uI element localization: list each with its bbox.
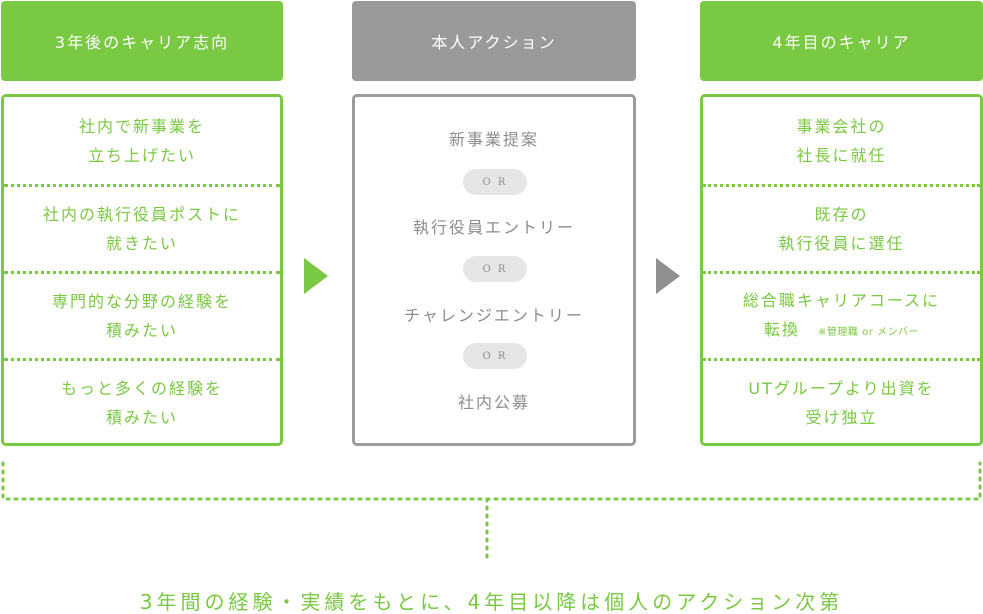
career-outcome-item: 総合職キャリアコースに 転換 ※管理職 or メンバー <box>703 271 980 358</box>
career-outcome-line: 既存の <box>814 205 869 224</box>
action-item: 執行役員エントリー <box>412 218 575 237</box>
career-outcome-line-text: 転換 <box>764 319 801 339</box>
header-career-intent: 3年後のキャリア志向 <box>1 1 283 81</box>
action-item: 社内公募 <box>457 393 530 412</box>
or-badge: O R <box>463 169 527 195</box>
career-outcome-line: 総合職キャリアコースに <box>742 290 941 310</box>
action-item: 新事業提案 <box>448 130 539 149</box>
dotted-brace-connector <box>1 461 982 565</box>
career-intent-box: 社内で新事業を 立ち上げたい 社内の執行役員ポストに 就きたい 専門的な分野の経… <box>1 94 283 446</box>
career-outcome-line: UTグループより出資を <box>748 379 935 398</box>
career-intent-line: 社内の執行役員ポストに <box>42 205 241 224</box>
arrow-right-icon <box>304 258 328 294</box>
career-intent-line: 専門的な分野の経験を <box>51 292 232 311</box>
career-outcome-note: ※管理職 or メンバー <box>818 326 919 338</box>
career-intent-line: もっと多くの経験を <box>60 379 223 398</box>
career-outcome-item: 事業会社の 社長に就任 <box>703 97 980 184</box>
career-outcome-item: 既存の 執行役員に選任 <box>703 184 980 271</box>
career-outcome-line: 受け独立 <box>805 408 878 427</box>
arrow-right-icon <box>656 258 680 294</box>
career-outcome-item: UTグループより出資を 受け独立 <box>703 358 980 445</box>
career-intent-line: 積みたい <box>105 408 178 427</box>
career-outcome-line: 執行役員に選任 <box>778 234 905 253</box>
header-fourth-year-career: 4年目のキャリア <box>700 1 983 81</box>
fourth-year-career-box: 事業会社の 社長に就任 既存の 執行役員に選任 総合職キャリアコースに 転換 ※管… <box>700 94 983 446</box>
career-intent-item: 社内で新事業を 立ち上げたい <box>4 97 280 184</box>
career-intent-line: 立ち上げたい <box>87 145 196 165</box>
career-intent-item: 専門的な分野の経験を 積みたい <box>4 271 280 358</box>
career-outcome-line: 社長に就任 <box>796 145 887 165</box>
career-intent-line: 積みたい <box>105 321 178 340</box>
career-intent-item: もっと多くの経験を 積みたい <box>4 358 280 445</box>
career-outcome-line: 事業会社の <box>796 116 887 136</box>
career-intent-line: 就きたい <box>105 234 178 253</box>
career-intent-line: 社内で新事業を <box>78 116 205 136</box>
header-personal-action: 本人アクション <box>352 1 636 81</box>
or-badge: O R <box>463 256 527 282</box>
career-intent-item: 社内の執行役員ポストに 就きたい <box>4 184 280 271</box>
action-item: チャレンジエントリー <box>404 306 584 325</box>
footer-caption: 3年間の経験・実績をもとに、4年目以降は個人のアクション次第 <box>139 590 844 614</box>
or-badge: O R <box>463 343 527 369</box>
career-outcome-line: 転換 ※管理職 or メンバー <box>764 315 919 347</box>
personal-action-box: 新事業提案 O R 執行役員エントリー O R チャレンジエントリー O R 社… <box>352 94 636 446</box>
